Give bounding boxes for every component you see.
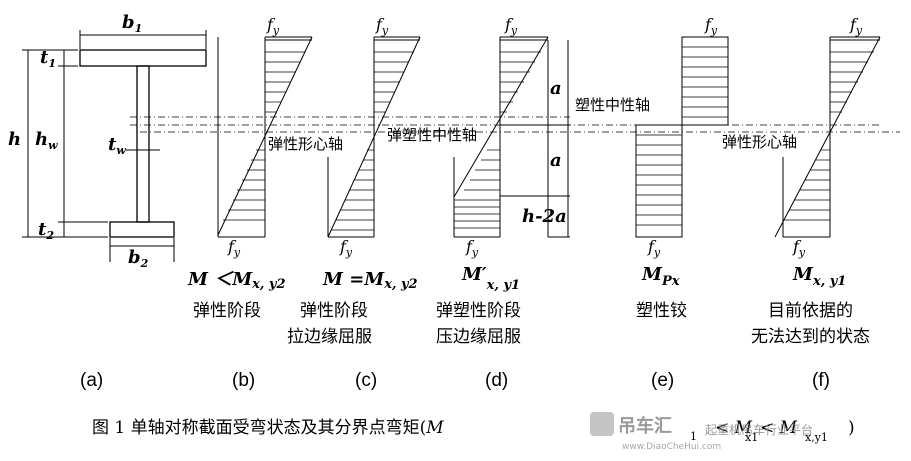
desc-b-1: 弹性阶段: [193, 301, 261, 321]
caption-sub-xy1: x,y1: [805, 431, 828, 444]
moment-f: Mx, y1: [792, 264, 846, 289]
fy-top-c: fy: [375, 15, 389, 37]
watermark: 吊车汇 起重机吊车行业平台 www.DiaoCheHui.com: [590, 412, 813, 452]
desc-c-1: 弹性阶段: [300, 301, 368, 321]
letter-f: (f): [812, 370, 830, 391]
caption-formula-end: < M: [760, 418, 798, 438]
figure-caption: 图 1 单轴对称截面受弯状态及其分界点弯矩(M: [92, 418, 444, 438]
desc-d-2: 压边缘屈服: [436, 327, 521, 347]
letter-d: (d): [485, 370, 508, 391]
cross-section: [22, 30, 207, 262]
dim-a-upper: a: [550, 78, 562, 99]
fy-bottom-c: fy: [339, 237, 353, 259]
stress-diagram-d: [453, 36, 570, 238]
fy-bottom-e: fy: [647, 237, 661, 259]
dim-a-lower: a: [550, 150, 562, 171]
b1-label: b1: [122, 12, 142, 35]
elastic-axis-label-f: 弹性形心轴: [722, 133, 797, 151]
desc-f-2: 无法达到的状态: [751, 327, 870, 347]
watermark-logo-icon: [590, 412, 614, 436]
tw-label: tw: [108, 134, 126, 157]
fy-top-e: fy: [704, 15, 718, 37]
watermark-url: www.DiaoCheHui.com: [622, 442, 721, 452]
fy-bottom-b: fy: [227, 237, 241, 259]
letter-a: (a): [80, 370, 103, 391]
stress-diagram-b: [217, 36, 313, 238]
watermark-brand: 吊车汇: [618, 415, 672, 437]
caption-formula-mid: < M: [715, 418, 753, 438]
caption-sub-1: 1: [690, 430, 697, 443]
moment-c: M =Mx, y2: [322, 269, 418, 292]
fy-top-f: fy: [849, 15, 863, 37]
h-label: h: [8, 129, 21, 150]
fy-bottom-f: fy: [792, 237, 806, 259]
desc-e-1: 塑性铰: [636, 301, 687, 321]
moment-e: MPx: [641, 264, 680, 289]
desc-c-2: 拉边缘屈服: [287, 327, 372, 347]
letter-c: (c): [355, 370, 377, 391]
desc-f-1: 目前依据的: [768, 301, 853, 321]
letter-e: (e): [651, 370, 674, 391]
watermark-slogan: 起重机吊车行业平台: [705, 422, 813, 437]
hw-label: hw: [35, 129, 58, 152]
t1-label: t1: [40, 47, 56, 70]
letter-b: (b): [232, 370, 255, 391]
caption-sub-x1: x1: [745, 431, 758, 444]
moment-d: M′x, y1: [461, 264, 520, 293]
stress-diagram-c: [327, 36, 421, 238]
elastoplastic-axis-label: 弹塑性中性轴: [387, 126, 477, 144]
caption-close: ): [848, 418, 855, 438]
stress-diagram-f: [774, 36, 881, 238]
t2-label: t2: [38, 219, 54, 242]
fy-bottom-d: fy: [465, 237, 479, 259]
dim-h-2a: h-2a: [522, 206, 567, 227]
fy-top-d: fy: [504, 15, 518, 37]
desc-d-1: 弹塑性阶段: [436, 301, 521, 321]
b2-label: b2: [128, 247, 149, 270]
moment-b: M ＜Mx, y2: [187, 269, 286, 292]
elastic-axis-label: 弹性形心轴: [268, 135, 343, 153]
stress-diagram-e: [635, 36, 729, 238]
plastic-axis-label: 塑性中性轴: [575, 96, 650, 114]
fy-top-b: fy: [266, 15, 280, 37]
